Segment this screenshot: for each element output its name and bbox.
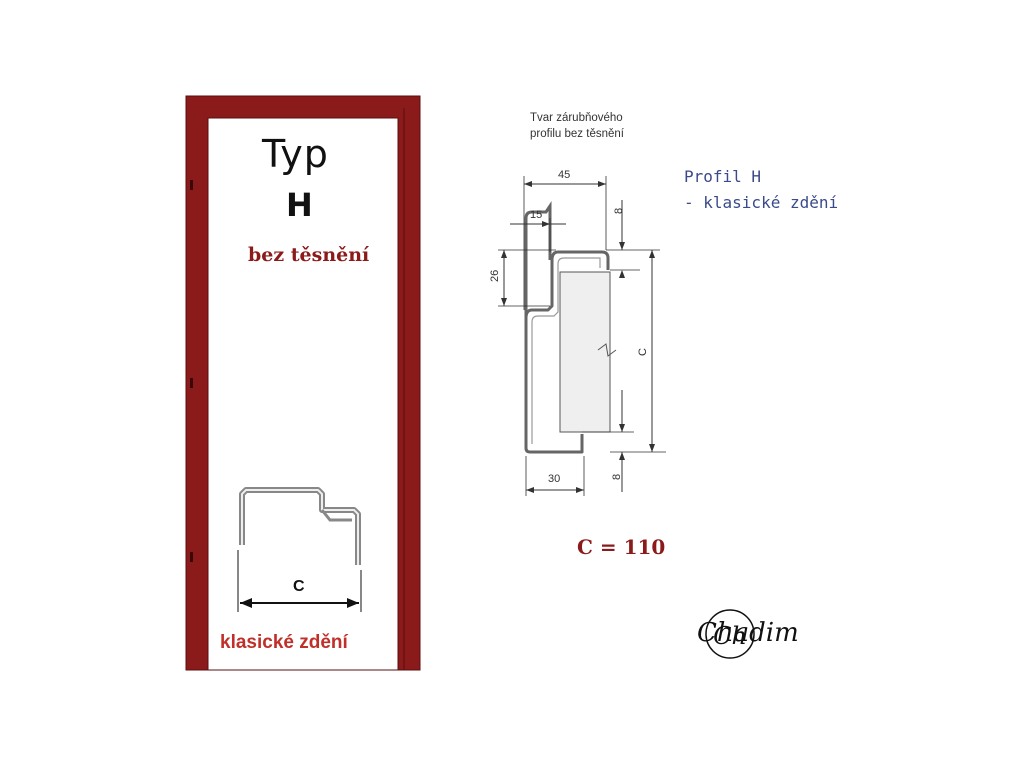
dim-15-arrow	[542, 221, 550, 227]
dim-30-arrow-right	[576, 487, 584, 493]
dim-c-arrow-bottom	[649, 444, 655, 452]
door-dim-arrow-right	[347, 598, 359, 608]
dim-26-label: 26	[489, 270, 501, 282]
door-dimension-label: C	[293, 578, 305, 595]
door-type-letter: H	[286, 186, 313, 224]
dim-45-arrow-right	[598, 181, 606, 187]
dim-c-arrow-top	[649, 250, 655, 258]
dim-8-top-label: 8	[613, 208, 625, 214]
dim-45-arrow-left	[524, 181, 532, 187]
profile-inner-line	[531, 257, 601, 444]
dim-c-label: C	[637, 348, 649, 356]
door-frame	[185, 95, 421, 671]
logo-circle	[705, 609, 755, 659]
wall-block	[559, 271, 611, 433]
dim-45-label: 45	[558, 169, 570, 181]
door-seal-text: bez těsnění	[248, 244, 370, 266]
hinge-top	[190, 180, 193, 190]
wall-break-mark	[597, 343, 617, 357]
dim-8-bottom-arrow2	[619, 452, 625, 460]
profile-label: Profil H - klasické zdění	[684, 164, 838, 216]
c-value: C = 110	[577, 535, 666, 559]
profile-label-line1: Profil H	[684, 167, 762, 186]
logo-badge: Ch	[705, 609, 755, 659]
dim-8-top-arrow2	[619, 270, 625, 278]
door-title: Typ	[262, 132, 329, 176]
dim-8-bottom-arrow	[619, 424, 625, 432]
profile-cross-section: 45 15 26 8 C 8 30	[489, 169, 666, 496]
dim-8-bottom-label: 8	[611, 474, 623, 480]
hinge-middle	[190, 378, 193, 388]
door-dim-arrow-left	[240, 598, 252, 608]
profile-caption: Tvar zárubňového profilu bez těsnění	[530, 110, 624, 142]
logo-badge-text: Ch	[713, 622, 747, 650]
profile-caption-line1: Tvar zárubňového	[530, 112, 623, 124]
door-wall-text: klasické zdění	[220, 632, 348, 653]
logo-text: Chadim	[697, 618, 799, 648]
dim-15-label: 15	[530, 209, 542, 221]
dim-8-top-arrow	[619, 242, 625, 250]
dim-26-arrow-bottom	[501, 298, 507, 306]
hinge-bottom	[190, 552, 193, 562]
dim-26-arrow-top	[501, 250, 507, 258]
profile-caption-line2: profilu bez těsnění	[530, 128, 624, 140]
profile-label-line2: - klasické zdění	[684, 193, 839, 212]
profile-outline-main	[524, 250, 610, 454]
dim-30-arrow-left	[526, 487, 534, 493]
profile-outline	[524, 201, 552, 348]
h-profile-shape-highlight	[241, 489, 359, 565]
h-profile-shape	[239, 487, 361, 565]
dim-30-label: 30	[548, 473, 560, 485]
